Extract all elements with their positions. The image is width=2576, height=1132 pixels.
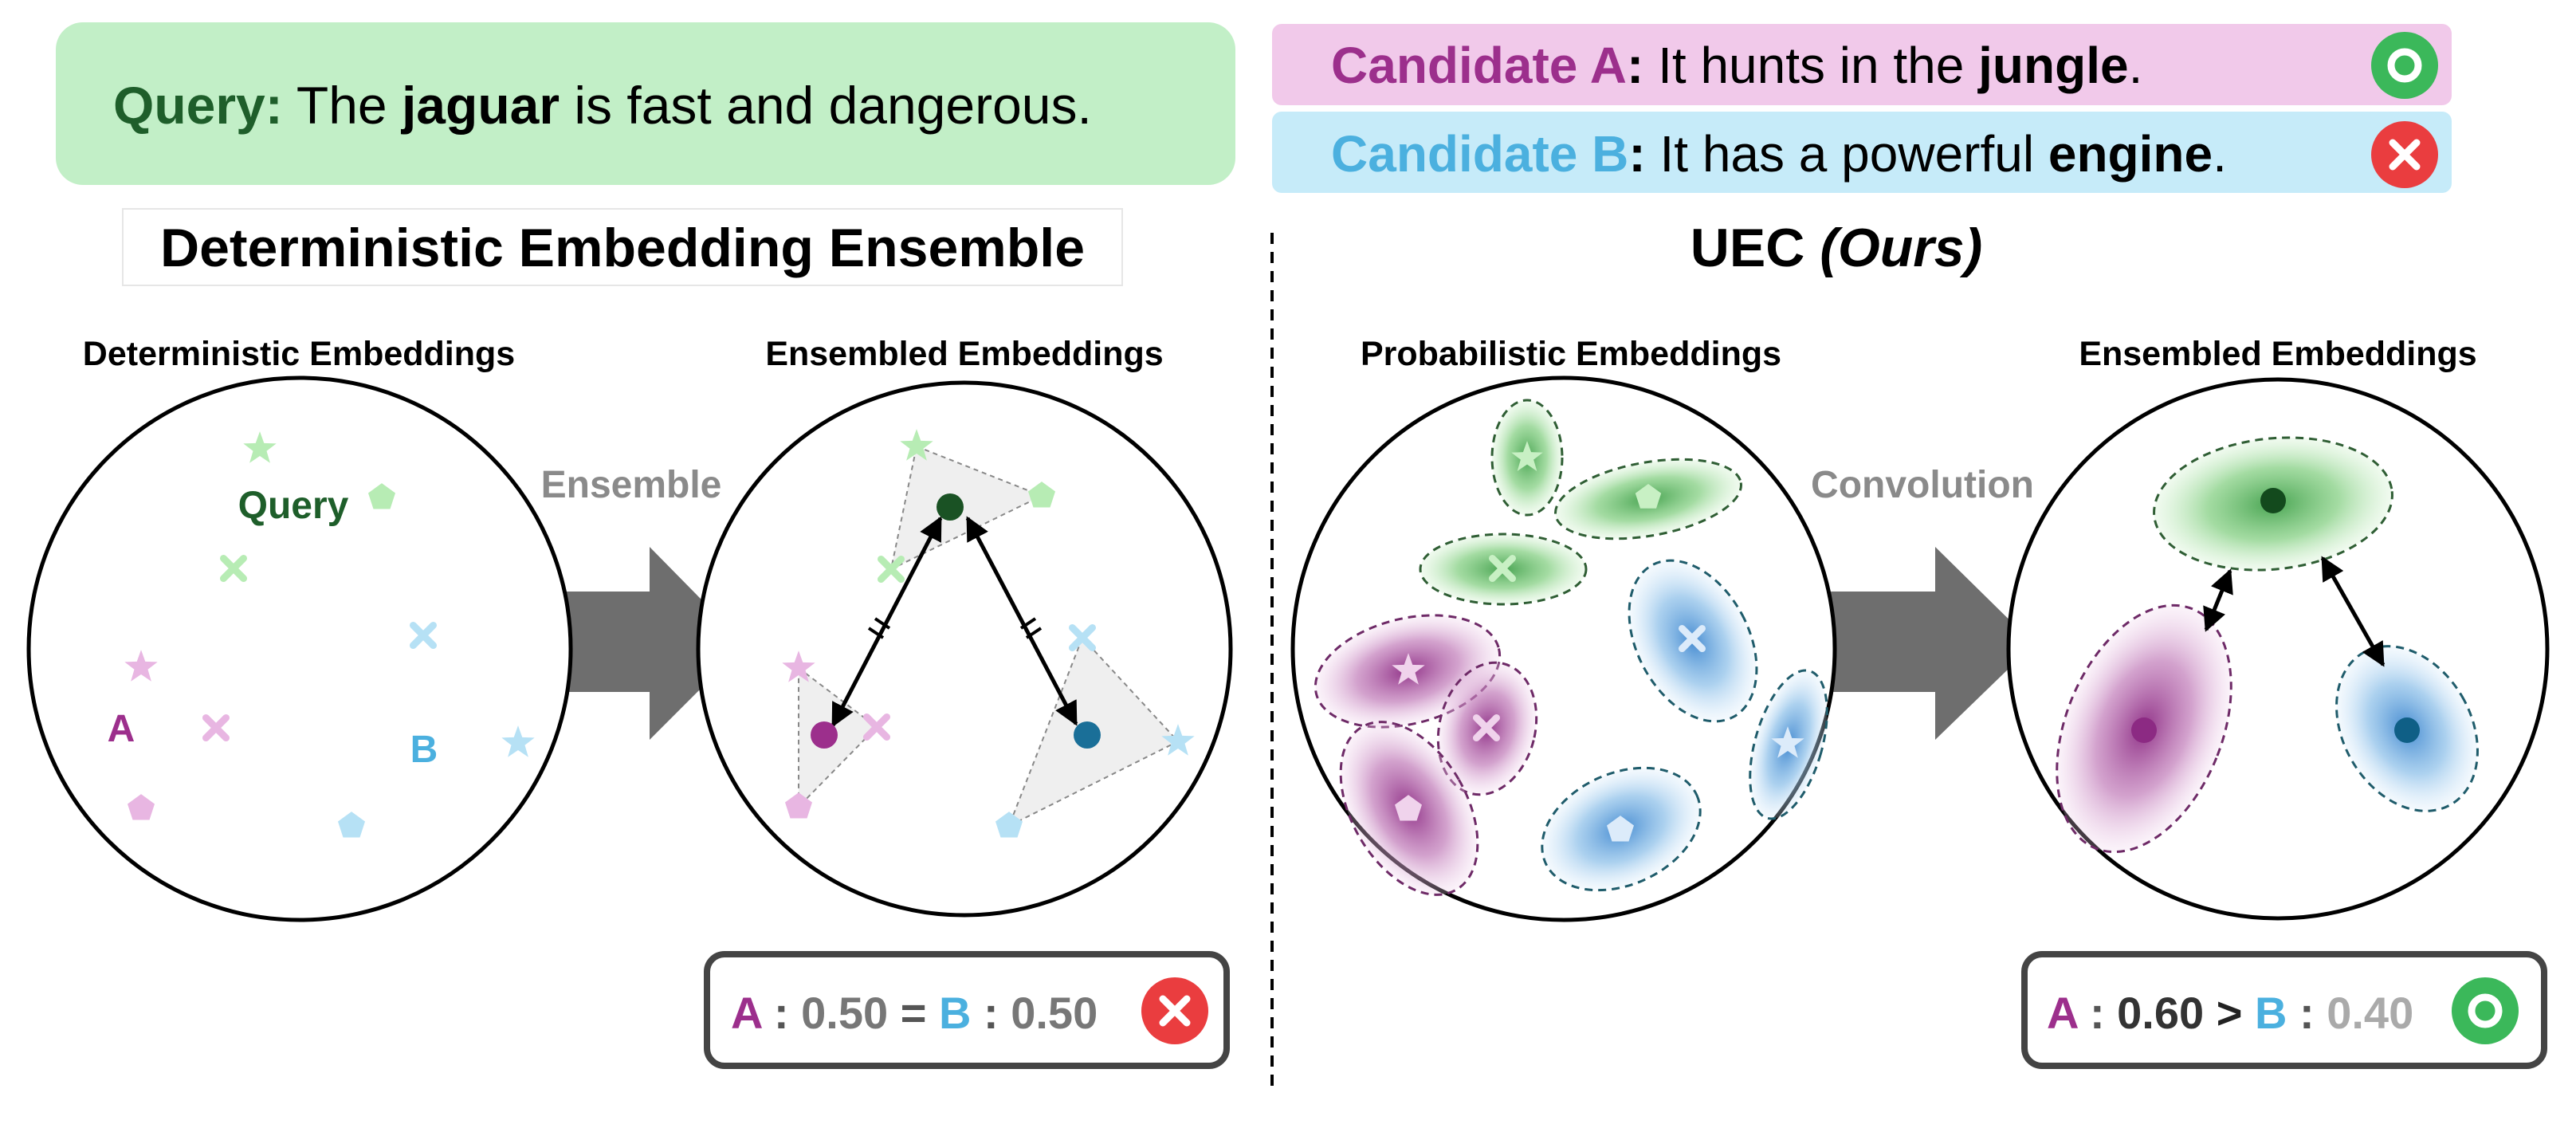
ensemble-arrow-label: Ensemble [541, 464, 722, 506]
uec-query-point [2260, 488, 2286, 513]
b-label: B [410, 729, 438, 771]
probabilistic-embeddings-label: Probabilistic Embeddings [1361, 335, 1781, 373]
query-sentence: Query: The jaguar is fast and dangerous. [113, 76, 1092, 135]
deterministic-embeddings-label: Deterministic Embeddings [83, 335, 515, 373]
query-box [56, 22, 1235, 185]
query-a-distance-arrow [831, 516, 943, 728]
uec-query-a-arrow [2203, 568, 2233, 632]
cross-circle-icon [2371, 121, 2438, 188]
a-label: A [108, 708, 135, 750]
convolution-arrow-label: Convolution [1811, 464, 2034, 506]
query-label: Query [238, 485, 349, 527]
right-ensembled-embeddings-label: Ensembled Embeddings [2079, 335, 2476, 373]
a-hull [798, 666, 878, 809]
left-result-box [704, 951, 1230, 1069]
uec-a-point [2131, 717, 2157, 743]
right-result-box [2021, 951, 2547, 1069]
equal-tick-b [1019, 617, 1043, 639]
ensembled-a-point [811, 721, 838, 749]
candidate-b-box [1272, 112, 2452, 193]
right-panel-title: UEC (Ours) [1690, 218, 1982, 278]
ensembled-query-point [937, 493, 964, 521]
a-distributions [1314, 614, 1538, 896]
deterministic-embedding-space [26, 375, 573, 922]
convolution-arrow [1817, 547, 2034, 740]
ensemble-arrow [534, 547, 745, 740]
uec-query-b-arrow [2320, 556, 2386, 667]
query-b-distance-arrow [965, 516, 1078, 726]
left-title-box [122, 208, 1123, 286]
query-distributions [1419, 399, 1742, 606]
check-circle-icon [2371, 32, 2438, 99]
right-result-text: A : 0.60 > B : 0.40 [2047, 988, 2413, 1038]
candidate-a-box [1272, 24, 2452, 105]
equal-tick-a [867, 617, 891, 639]
left-result-text: A : 0.50 = B : 0.50 [731, 988, 1098, 1038]
left-panel-title: Deterministic Embedding Ensemble [160, 218, 1085, 278]
cross-circle-icon [1141, 977, 1208, 1044]
b-distributions [1541, 559, 1828, 892]
left-ensembled-embeddings-label: Ensembled Embeddings [765, 335, 1163, 373]
left-ensembled-space [696, 380, 1233, 918]
ensembled-b-point [1074, 721, 1101, 749]
uec-b-point [2394, 717, 2420, 743]
candidate-b-sentence: Candidate B: It has a powerful engine. [1331, 125, 2227, 183]
check-circle-icon [2452, 977, 2519, 1044]
candidate-a-sentence: Candidate A: It hunts in the jungle. [1331, 37, 2142, 94]
